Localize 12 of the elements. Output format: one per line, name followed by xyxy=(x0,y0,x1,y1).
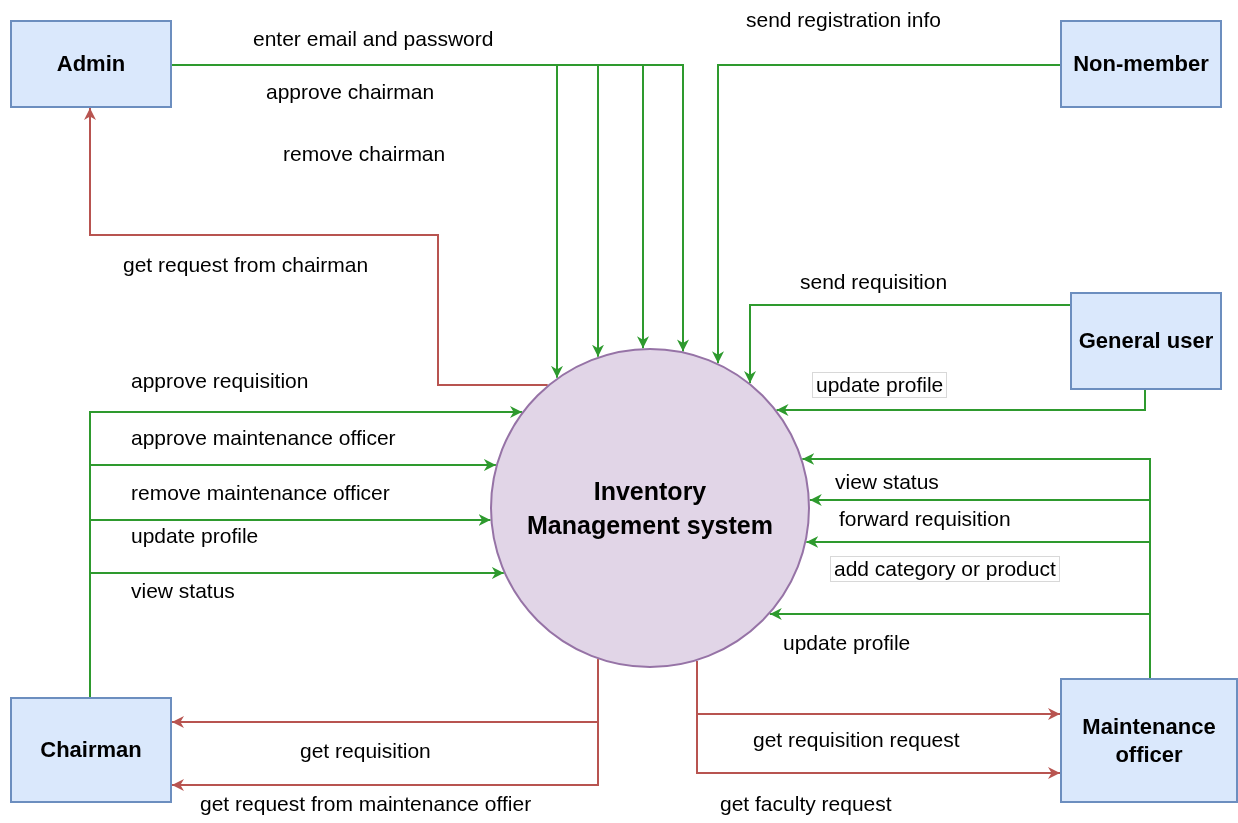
arrow xyxy=(744,304,1071,385)
entity-box: Non-member xyxy=(1060,20,1222,108)
entity-box: Maintenance officer xyxy=(1060,678,1238,803)
arrow xyxy=(775,389,1146,416)
arrow xyxy=(171,658,599,791)
arrow xyxy=(84,107,549,386)
edge-label: add category or product xyxy=(830,556,1060,582)
entity-box: Chairman xyxy=(10,697,172,803)
edge-label: update profile xyxy=(812,372,948,398)
entity-box: General user xyxy=(1070,292,1222,390)
arrow xyxy=(712,64,1061,365)
entity-box: Admin xyxy=(10,20,172,108)
